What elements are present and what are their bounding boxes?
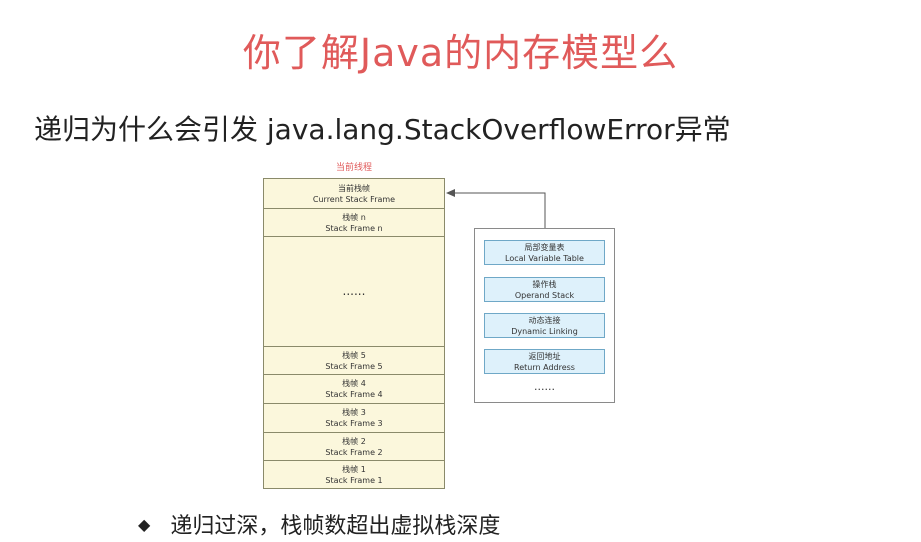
stack-frame-3: 栈帧 3 Stack Frame 3	[264, 404, 444, 433]
frame-ellipsis: ......	[342, 284, 366, 298]
frame-label-en: Stack Frame 2	[325, 447, 383, 457]
stack-frame-detail: 局部变量表 Local Variable Table 操作栈 Operand S…	[474, 228, 615, 403]
cell-label-zh: 局部变量表	[524, 242, 565, 252]
cell-label-zh: 操作栈	[532, 279, 557, 289]
stack-frame-n: 栈帧 n Stack Frame n	[264, 209, 444, 237]
frame-label-en: Current Stack Frame	[312, 194, 396, 204]
cell-label-en: Dynamic Linking	[511, 326, 578, 336]
bullet-text: 递归过深，栈帧数超出虚拟栈深度	[170, 514, 501, 539]
frame-label-zh: 栈帧 4	[342, 379, 366, 388]
cell-label-en: Local Variable Table	[505, 253, 584, 263]
frame-label-en: Stack Frame 1	[325, 475, 383, 485]
stack-frame-current: 当前栈帧 Current Stack Frame	[264, 179, 444, 209]
slide-subtitle: 递归为什么会引发 java.lang.StackOverflowError异常	[34, 113, 731, 146]
frame-label-zh: 当前栈帧	[338, 183, 370, 193]
stack-frame-4: 栈帧 4 Stack Frame 4	[264, 375, 444, 404]
thread-stack: 当前栈帧 Current Stack Frame 栈帧 n Stack Fram…	[263, 178, 445, 489]
frame-label-en: Stack Frame 5	[325, 361, 383, 371]
cell-label-zh: 动态连接	[528, 315, 561, 325]
frame-label-zh: 栈帧 2	[342, 436, 366, 446]
detail-ellipsis: ......	[534, 380, 555, 393]
bullet-point: ◆ 递归过深，栈帧数超出虚拟栈深度	[138, 508, 500, 540]
cell-label-en: Return Address	[514, 362, 575, 372]
frame-label-en: Stack Frame n	[325, 223, 383, 233]
frame-label-zh: 栈帧 n	[342, 212, 366, 222]
frame-label-en: Stack Frame 4	[325, 390, 383, 399]
stack-frame-ellipsis: ......	[264, 237, 444, 347]
local-variable-table: 局部变量表 Local Variable Table	[484, 240, 605, 265]
stack-frame-5: 栈帧 5 Stack Frame 5	[264, 347, 444, 375]
dynamic-linking: 动态连接 Dynamic Linking	[484, 313, 605, 338]
return-address: 返回地址 Return Address	[484, 349, 605, 374]
operand-stack: 操作栈 Operand Stack	[484, 277, 605, 302]
stack-frame-2: 栈帧 2 Stack Frame 2	[264, 433, 444, 461]
frame-label-zh: 栈帧 5	[342, 350, 366, 360]
cell-label-zh: 返回地址	[528, 351, 561, 361]
stack-caption: 当前线程	[335, 163, 372, 173]
frame-label-zh: 栈帧 3	[342, 408, 366, 417]
stack-frame-1: 栈帧 1 Stack Frame 1	[264, 461, 444, 488]
slide-title: 你了解Java的内存模型么	[242, 31, 679, 75]
diamond-bullet-icon: ◆	[138, 514, 151, 534]
frame-label-zh: 栈帧 1	[342, 464, 366, 474]
cell-label-en: Operand Stack	[514, 290, 575, 300]
frame-label-en: Stack Frame 3	[325, 419, 383, 428]
